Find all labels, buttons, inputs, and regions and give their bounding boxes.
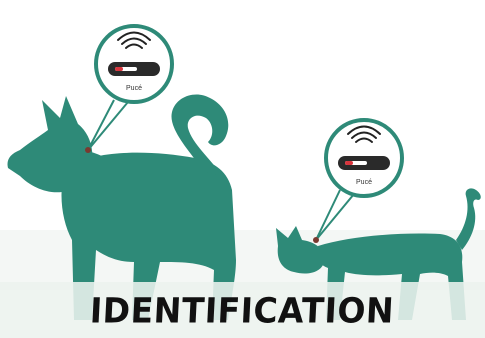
dog-chip-dot bbox=[85, 147, 91, 153]
microchip-icon bbox=[108, 62, 160, 76]
cat-chip-dot bbox=[313, 237, 319, 243]
banner-title: IDENTIFICATION bbox=[90, 293, 396, 328]
dog-chip-label: Pucé bbox=[126, 85, 142, 92]
title-banner: IDENTIFICATION bbox=[0, 282, 485, 338]
microchip-icon bbox=[338, 156, 390, 170]
cat-chip-label: Pucé bbox=[356, 179, 372, 186]
